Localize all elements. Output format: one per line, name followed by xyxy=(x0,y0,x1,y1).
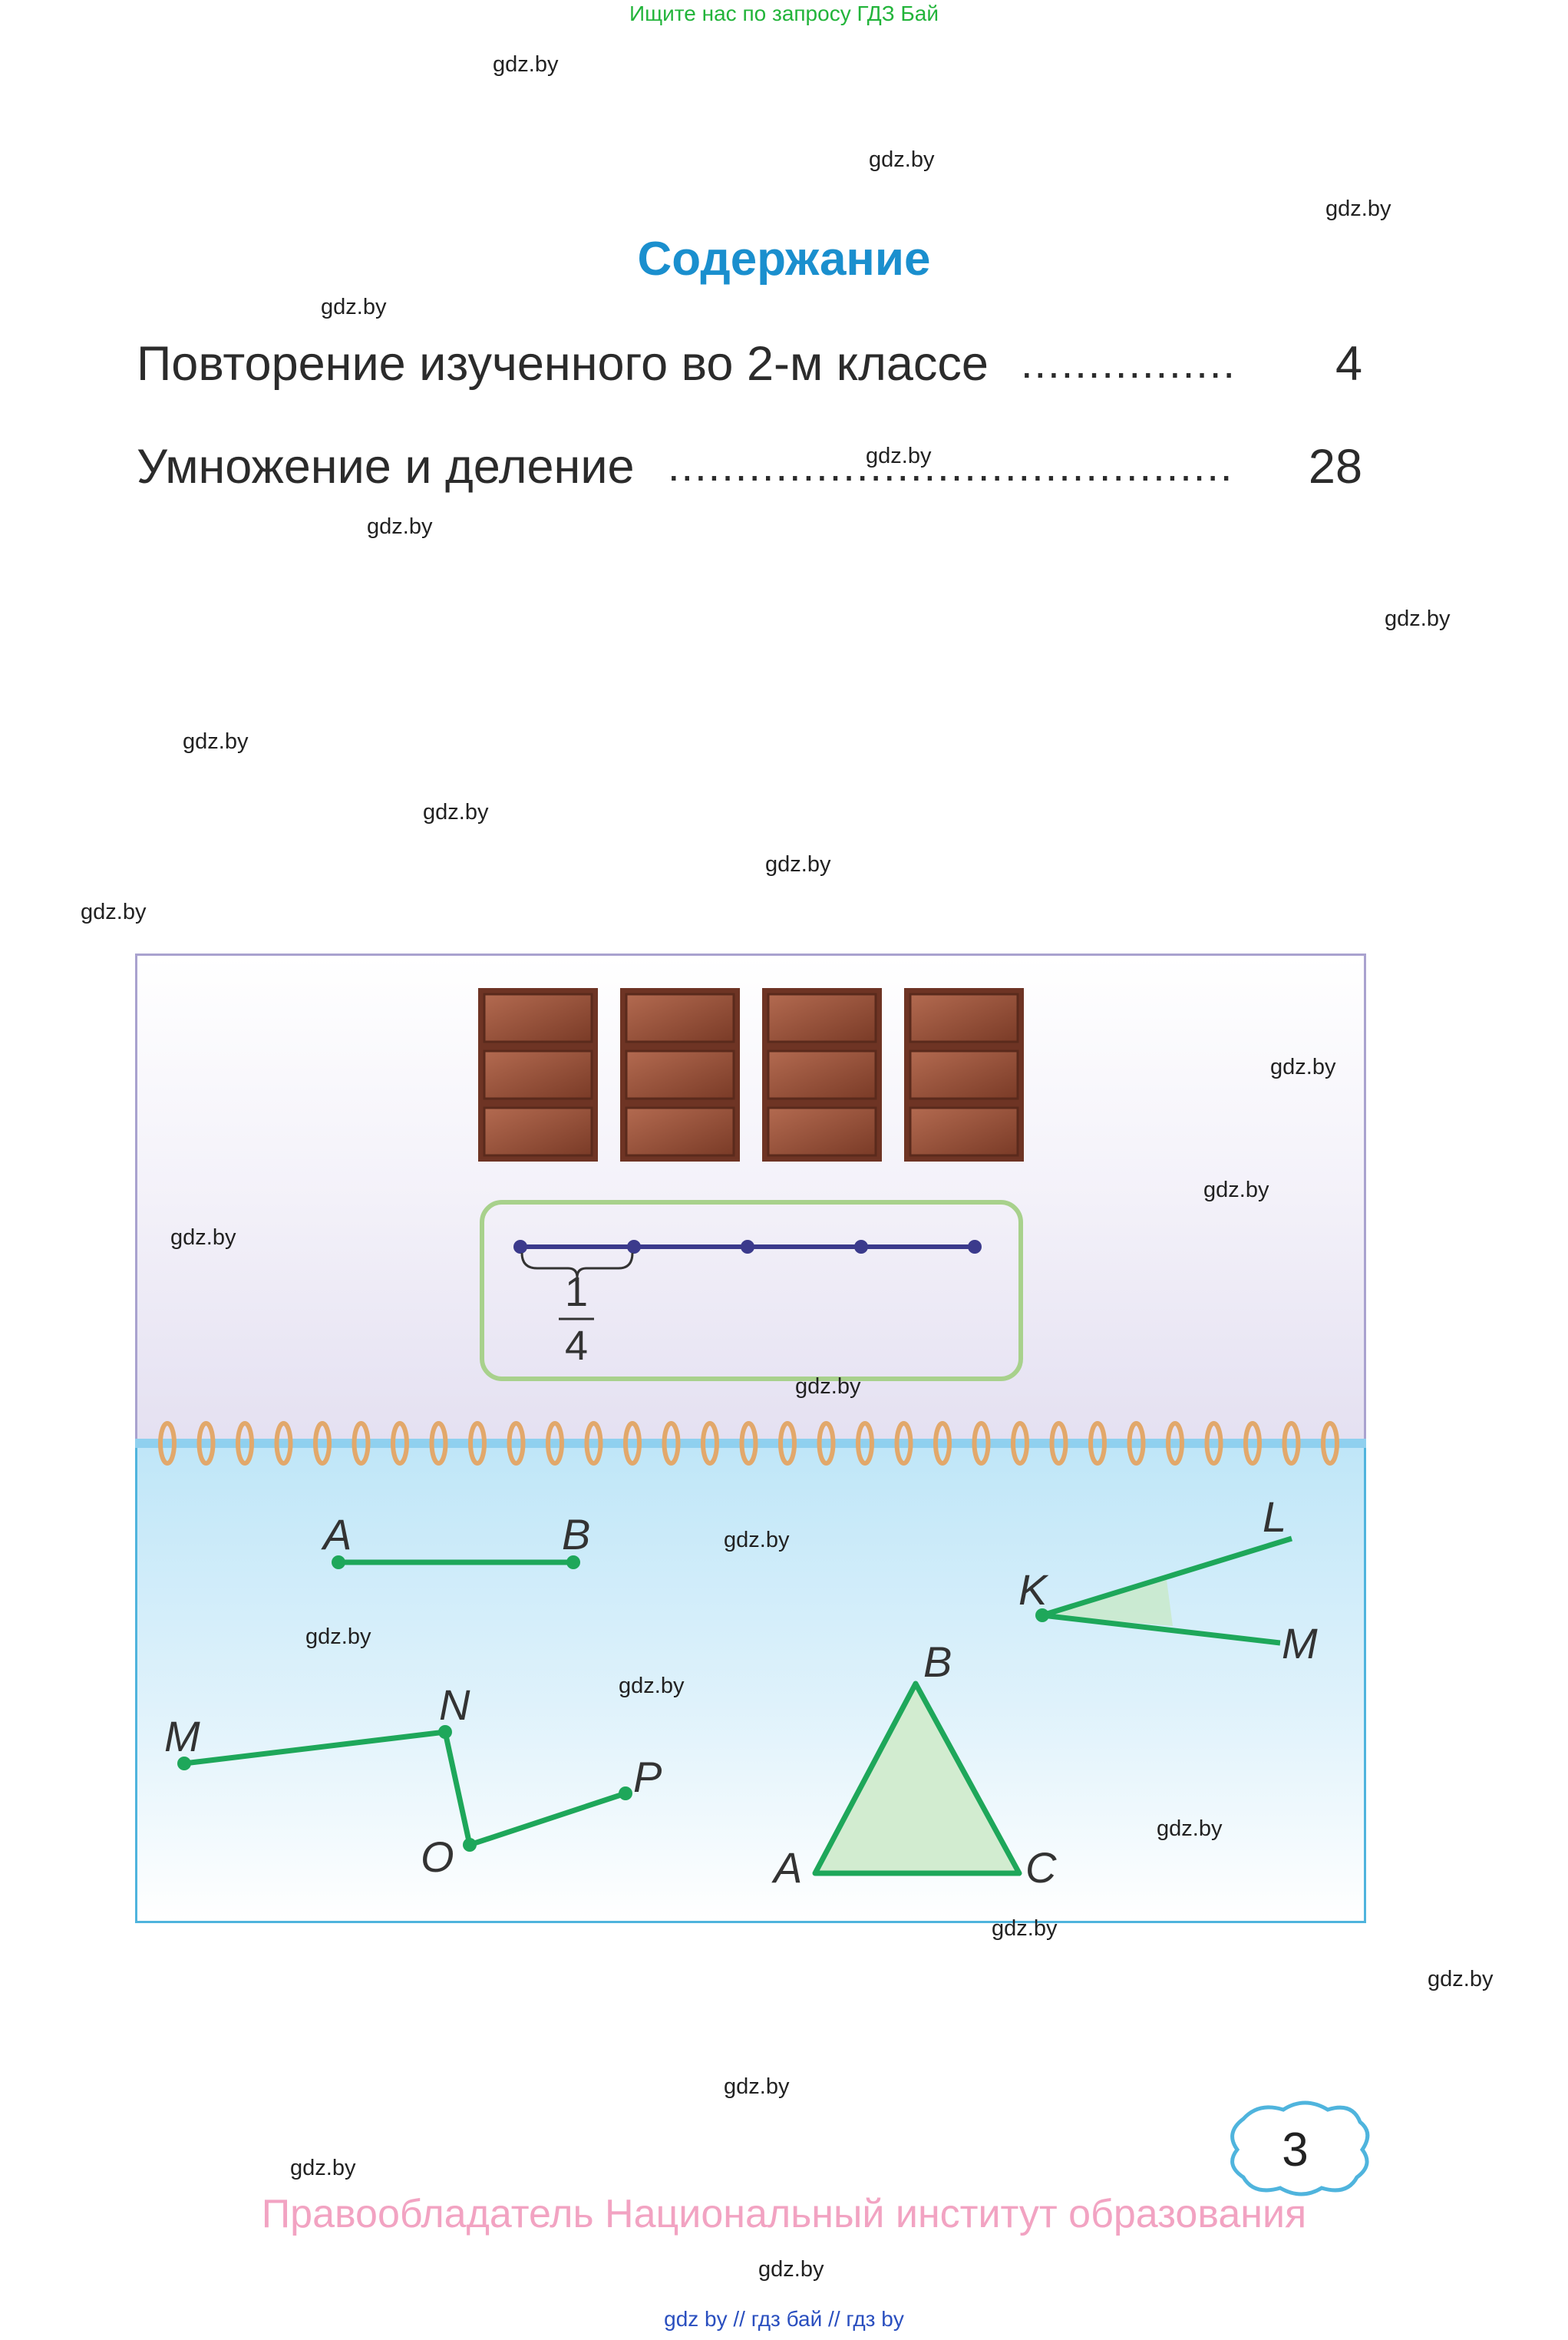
label-poly-o: O xyxy=(421,1833,454,1881)
spiral-ring xyxy=(546,1421,564,1466)
spiral-ring xyxy=(1049,1421,1068,1466)
spiral-ring xyxy=(196,1421,216,1466)
fraction-box xyxy=(480,1200,1023,1381)
label-tri-b: B xyxy=(923,1638,952,1686)
spiral-ring xyxy=(701,1421,719,1466)
illustration-top-panel xyxy=(135,954,1366,1445)
spiral-ring xyxy=(856,1421,874,1466)
fraction-denominator: 4 xyxy=(564,1323,589,1369)
toc-item-1-label[interactable]: Повторение изученного во 2-м классе xyxy=(137,337,989,391)
watermark: gdz.by xyxy=(724,2074,790,2099)
page-number-badge: 3 xyxy=(1224,2107,1366,2192)
illustration-bottom-panel xyxy=(135,1443,1366,1923)
polyline-mnop xyxy=(177,1725,632,1852)
spiral-ring xyxy=(1321,1421,1339,1466)
spiral-ring xyxy=(468,1421,487,1466)
spiral-ring xyxy=(1243,1421,1262,1466)
angle-klm xyxy=(1035,1535,1293,1646)
spiral-ring xyxy=(507,1421,526,1466)
panel-divider xyxy=(135,1439,1366,1448)
toc-item-2-page[interactable]: 28 xyxy=(1308,440,1362,494)
watermark: gdz.by xyxy=(305,1624,371,1649)
watermark: gdz.by xyxy=(992,1916,1058,1941)
spiral-ring xyxy=(313,1421,332,1466)
label-segment-b: B xyxy=(562,1510,590,1558)
top-banner: Ищите нас по запросу ГДЗ Бай xyxy=(629,2,939,25)
spiral-ring xyxy=(429,1421,448,1466)
spiral-ring xyxy=(236,1421,254,1466)
watermark: gdz.by xyxy=(81,900,147,924)
fraction-numerator: 1 xyxy=(564,1269,589,1315)
watermark: gdz.by xyxy=(724,1528,790,1552)
watermark: gdz.by xyxy=(869,147,935,172)
watermark: gdz.by xyxy=(1428,1967,1494,1991)
spiral-ring xyxy=(739,1421,758,1466)
watermark: gdz.by xyxy=(1203,1178,1269,1202)
spiral-ring xyxy=(1127,1421,1146,1466)
spiral-ring xyxy=(391,1421,409,1466)
label-poly-p: P xyxy=(633,1753,662,1801)
page-number: 3 xyxy=(1282,2124,1309,2176)
spiral-ring xyxy=(933,1421,952,1466)
watermark: gdz.by xyxy=(367,514,433,539)
label-tri-c: C xyxy=(1025,1843,1057,1892)
chocolate-bar xyxy=(478,988,598,1162)
spiral-ring xyxy=(274,1421,293,1466)
spiral-ring xyxy=(662,1421,681,1466)
watermark: gdz.by xyxy=(866,444,932,468)
spiral-ring xyxy=(352,1421,371,1466)
watermark: gdz.by xyxy=(619,1674,685,1698)
toc-item-2-dots: ........................................… xyxy=(668,441,1234,490)
toc-item-1-page[interactable]: 4 xyxy=(1335,337,1362,391)
label-angle-l: L xyxy=(1263,1492,1286,1541)
segment-ab xyxy=(332,1555,580,1569)
page-title: Содержание xyxy=(637,233,931,286)
label-angle-m: M xyxy=(1282,1619,1318,1667)
spiral-ring xyxy=(817,1421,836,1466)
brace xyxy=(520,1252,634,1278)
watermark: gdz.by xyxy=(795,1374,861,1399)
label-tri-a: A xyxy=(771,1843,802,1892)
watermark: gdz.by xyxy=(290,2156,356,2180)
spiral-ring xyxy=(623,1421,642,1466)
page-number-cloud xyxy=(1230,2100,1370,2196)
toc-item-2-label[interactable]: Умножение и деление xyxy=(137,440,635,494)
toc-item-1-dots: ................ xyxy=(1021,339,1236,387)
spiral-ring xyxy=(1088,1421,1107,1466)
chocolate-bar xyxy=(762,988,882,1162)
watermark: gdz.by xyxy=(493,52,559,77)
triangle-abc xyxy=(812,1681,1022,1876)
label-angle-k: K xyxy=(1018,1565,1049,1614)
watermark: gdz.by xyxy=(321,295,387,319)
spiral-ring xyxy=(972,1421,991,1466)
watermark: gdz.by xyxy=(1385,606,1451,631)
label-segment-a: A xyxy=(321,1510,352,1558)
spiral-ring xyxy=(1282,1421,1301,1466)
spiral-ring xyxy=(584,1421,603,1466)
label-poly-m: M xyxy=(164,1712,200,1760)
watermark: gdz.by xyxy=(1157,1816,1223,1841)
footer-links[interactable]: gdz by // гдз бай // гдз by xyxy=(664,2307,904,2331)
chocolate-bar xyxy=(904,988,1024,1162)
watermark: gdz.by xyxy=(758,2257,824,2282)
watermark: gdz.by xyxy=(183,729,249,754)
copyright-notice: Правообладатель Национальный институт об… xyxy=(261,2192,1307,2236)
label-poly-n: N xyxy=(439,1681,470,1729)
spiral-ring xyxy=(778,1421,797,1466)
spiral-ring xyxy=(1204,1421,1223,1466)
number-line-points xyxy=(513,1240,982,1254)
chocolate-bar xyxy=(620,988,740,1162)
spiral-ring xyxy=(1166,1421,1184,1466)
spiral-ring xyxy=(1011,1421,1029,1466)
watermark: gdz.by xyxy=(423,800,489,825)
watermark: gdz.by xyxy=(765,852,831,877)
spiral-ring xyxy=(894,1421,913,1466)
spiral-ring xyxy=(158,1421,177,1466)
watermark: gdz.by xyxy=(170,1225,236,1250)
watermark: gdz.by xyxy=(1270,1055,1336,1079)
watermark: gdz.by xyxy=(1325,197,1391,221)
spiral-binding xyxy=(158,1421,1339,1466)
